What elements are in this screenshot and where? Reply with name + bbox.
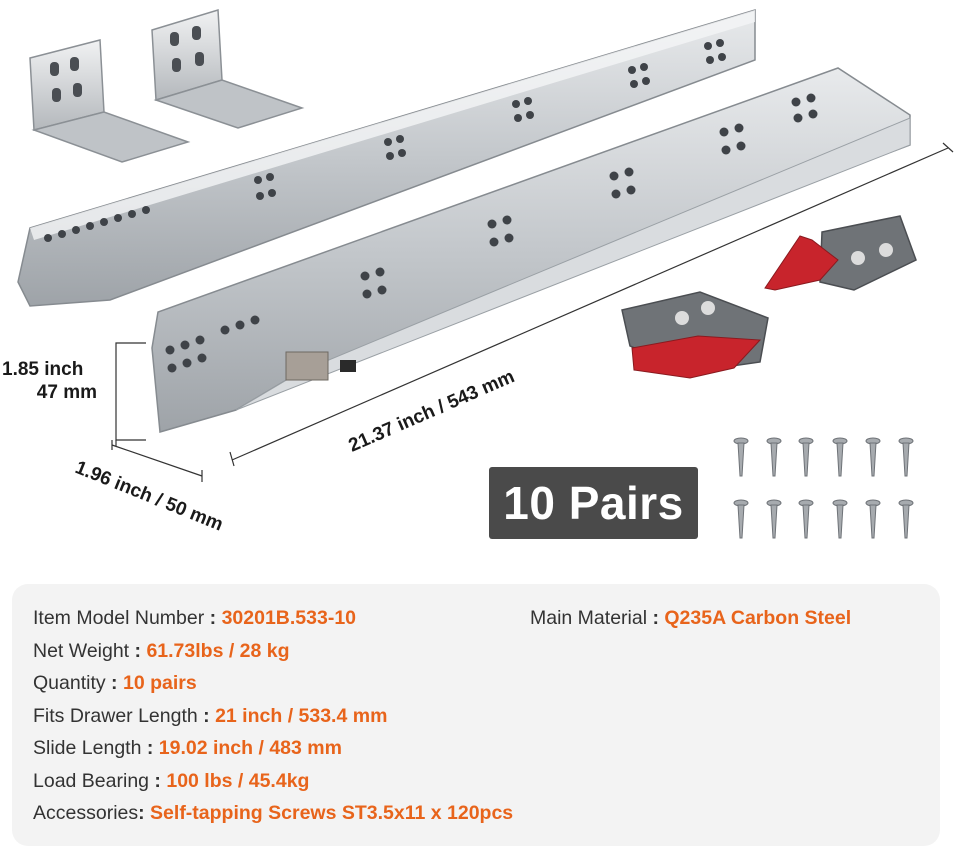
spec-value-accessories: Self-tapping Screws ST3.5x11 x 120pcs xyxy=(150,802,514,824)
dimension-lines xyxy=(111,142,954,482)
spec-sep: : xyxy=(105,672,123,694)
spec-row-weight: Net Weight : 61.73lbs / 28 kg xyxy=(33,636,290,666)
spec-row-accessories: Accessories: Self-tapping Screws ST3.5x1… xyxy=(33,798,513,828)
spec-label-model: Item Model Number xyxy=(33,607,205,629)
product-illustration: 1.85 inch 47 mm 1.96 inch / 50 mm 21.37 … xyxy=(2,8,954,539)
spec-value-load-bearing: 100 lbs / 45.4kg xyxy=(166,770,310,792)
spec-label-slide-length: Slide Length xyxy=(33,737,142,759)
spec-label-load-bearing: Load Bearing xyxy=(33,770,150,792)
spec-value-model: 30201B.533-10 xyxy=(221,607,357,629)
spec-row-fits-length: Fits Drawer Length : 21 inch / 533.4 mm xyxy=(33,701,387,731)
spec-row-load-bearing: Load Bearing : 100 lbs / 45.4kg xyxy=(33,766,309,796)
self-tapping-screws xyxy=(733,437,914,539)
quantity-badge: 10 Pairs xyxy=(489,467,698,539)
spec-value-quantity: 10 pairs xyxy=(122,672,197,694)
spec-row-slide-length: Slide Length : 19.02 inch / 483 mm xyxy=(33,733,342,763)
spec-value-slide-length: 19.02 inch / 483 mm xyxy=(158,737,342,759)
spec-sep: : xyxy=(141,737,159,759)
spec-sep: : xyxy=(129,640,147,662)
locking-device-left xyxy=(621,291,769,379)
spec-label-accessories: Accessories xyxy=(33,802,139,824)
spec-value-weight: 61.73lbs / 28 kg xyxy=(146,640,290,662)
spec-sep: : xyxy=(138,802,151,824)
height-inch-label: 1.85 inch xyxy=(2,359,83,380)
rear-bracket-right xyxy=(151,9,305,129)
spec-label-weight: Net Weight xyxy=(33,640,130,662)
spec-label-material: Main Material xyxy=(530,607,648,629)
spec-sep: : xyxy=(149,770,167,792)
length-label: 21.37 inch / 543 mm xyxy=(346,366,518,456)
spec-row-model: Item Model Number : 30201B.533-10 xyxy=(33,603,356,633)
spec-value-material: Q235A Carbon Steel xyxy=(664,607,852,629)
spec-sep: : xyxy=(204,607,222,629)
spec-label-quantity: Quantity xyxy=(33,672,106,694)
spec-panel: Item Model Number : 30201B.533-10 Main M… xyxy=(12,584,940,846)
spec-label-fits-length: Fits Drawer Length xyxy=(33,705,198,727)
spec-value-fits-length: 21 inch / 533.4 mm xyxy=(215,705,388,727)
spec-row-quantity: Quantity : 10 pairs xyxy=(33,668,197,698)
locking-device-right xyxy=(764,215,917,291)
rear-bracket-left xyxy=(29,39,191,163)
spec-sep: : xyxy=(647,607,665,629)
width-label: 1.96 inch / 50 mm xyxy=(72,457,226,535)
drawer-slide-rail-front xyxy=(151,67,911,433)
drawer-slide-rail-back xyxy=(17,8,756,307)
height-mm-label: 47 mm xyxy=(37,382,97,403)
spec-row-material: Main Material : Q235A Carbon Steel xyxy=(530,603,851,633)
spec-sep: : xyxy=(197,705,216,727)
